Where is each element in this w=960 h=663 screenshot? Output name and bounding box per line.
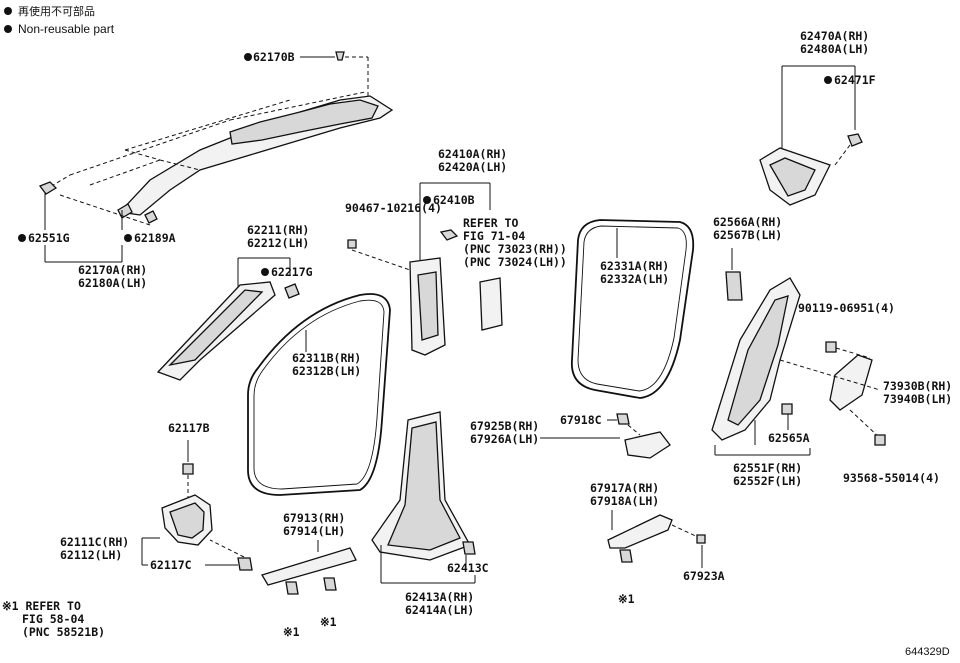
front-door-weatherstrip-group: 62311B(RH) 62312B(LH)	[247, 293, 391, 496]
part-label-62470A[interactable]: 62470A(RH)	[800, 29, 869, 43]
part-label-62180A[interactable]: 62180A(LH)	[78, 276, 147, 290]
legend-english: Non-reusable part	[18, 22, 115, 36]
clip-part-62410B	[439, 229, 459, 241]
part-label-62414A[interactable]: 62414A(LH)	[405, 603, 474, 617]
part-label-73930B[interactable]: 73930B(RH)	[883, 379, 952, 393]
part-label-62311B[interactable]: 62311B(RH)	[292, 351, 361, 365]
part-label-62413C[interactable]: 62413C	[447, 561, 489, 575]
part-label-62170A[interactable]: 62170A(RH)	[78, 263, 147, 277]
part-label-62410A[interactable]: 62410A(RH)	[438, 147, 507, 161]
part-label-62565A[interactable]: 62565A	[768, 431, 810, 445]
part-label-62117C[interactable]: 62117C	[150, 558, 192, 572]
non-reusable-dot-icon	[4, 7, 12, 15]
rear-door-weatherstrip-group: 62331A(RH) 62332A(LH)	[571, 219, 695, 399]
clip-part-62189A	[144, 210, 158, 224]
clip-part-62117C	[237, 557, 253, 571]
part-label-62117B[interactable]: 62117B	[168, 421, 210, 435]
part-label-62413A[interactable]: 62413A(RH)	[405, 590, 474, 604]
part-label-62331A[interactable]: 62331A(RH)	[600, 259, 669, 273]
part-label-93568[interactable]: 93568-55014(4)	[843, 471, 940, 485]
roof-side-garnish-group: 62170B 62551G 62189A 62170A(RH) 62180A(L…	[18, 50, 394, 290]
part-label-62189A[interactable]: 62189A	[134, 231, 176, 245]
part-label-67917A[interactable]: 67917A(RH)	[590, 481, 659, 495]
clip-part-93568	[874, 434, 886, 446]
part-label-67914[interactable]: 67914(LH)	[283, 524, 345, 538]
clip-part-62565A	[781, 403, 793, 415]
refer-note-2-line-1[interactable]: ※1 REFER TO	[2, 599, 81, 613]
part-label-62420A[interactable]: 62420A(LH)	[438, 160, 507, 174]
quarter-upper-group: 62470A(RH) 62480A(LH) 62471F	[759, 29, 876, 206]
refer-note-2-line-3[interactable]: (PNC 58521B)	[22, 625, 105, 639]
legend: 再使用不可部品 Non-reusable part	[4, 4, 115, 36]
part-label-62332A[interactable]: 62332A(LH)	[600, 272, 669, 286]
note-mark-2[interactable]: ※1	[320, 615, 337, 629]
part-label-62567B[interactable]: 62567B(LH)	[713, 228, 782, 242]
refer-note-line-3[interactable]: (PNC 73023(RH))	[463, 242, 567, 256]
part-label-62217G[interactable]: 62217G	[271, 265, 313, 279]
part-label-62551F[interactable]: 62551F(RH)	[733, 461, 802, 475]
clip-part-90467	[347, 239, 357, 249]
refer-note-2-line-2[interactable]: FIG 58-04	[22, 612, 84, 626]
front-pillar-garnish-group: 62211(RH) 62212(LH) 62217G	[156, 223, 313, 381]
refer-note-line-4[interactable]: (PNC 73024(LH))	[463, 255, 567, 269]
refer-note-group: ※1 REFER TO FIG 58-04 (PNC 58521B)	[2, 599, 105, 639]
part-label-67913[interactable]: 67913(RH)	[283, 511, 345, 525]
part-label-90119[interactable]: 90119-06951(4)	[798, 301, 895, 315]
clip-part-67918C	[616, 413, 630, 425]
part-label-62170B[interactable]: 62170B	[253, 50, 295, 64]
rear-scuff-inner-group: 67925B(RH) 67926A(LH) 67918C	[470, 413, 671, 459]
part-label-67918C[interactable]: 67918C	[560, 413, 602, 427]
rear-scuff-plate-part	[607, 514, 673, 549]
figure-number: 644329D	[905, 646, 950, 658]
part-label-62480A[interactable]: 62480A(LH)	[800, 42, 869, 56]
quarter-lower-group: 62566A(RH) 62567B(LH) 62565A 62551F(RH) …	[711, 215, 952, 488]
cowl-side-trim-group: 62117B 62111C(RH) 62112(LH) 62117C	[60, 421, 253, 572]
clip-part-62551G	[38, 181, 58, 195]
note-mark-1[interactable]: ※1	[283, 625, 300, 639]
clip-part-62471F	[847, 133, 863, 147]
quarter-cover-part	[829, 354, 873, 411]
front-door-weatherstrip-part	[247, 293, 391, 496]
clip-part-62170B	[335, 51, 345, 61]
garnish-detail	[229, 99, 379, 145]
part-label-73940B[interactable]: 73940B(LH)	[883, 392, 952, 406]
part-label-62566A[interactable]: 62566A(RH)	[713, 215, 782, 229]
center-pillar-upper-group: 90467-10216(4) 62410A(RH) 62420A(LH) 624…	[345, 147, 567, 356]
non-reusable-dot-icon	[4, 25, 12, 33]
part-label-62552F[interactable]: 62552F(LH)	[733, 474, 802, 488]
part-label-62212[interactable]: 62212(LH)	[247, 236, 309, 250]
front-scuff-plate-part	[261, 547, 357, 586]
part-label-62112[interactable]: 62112(LH)	[60, 548, 122, 562]
part-label-67925B[interactable]: 67925B(RH)	[470, 419, 539, 433]
part-label-62551G[interactable]: 62551G	[28, 231, 70, 245]
refer-note-line-1[interactable]: REFER TO	[463, 216, 518, 230]
note-mark-3[interactable]: ※1	[618, 592, 635, 606]
seatbelt-anchor-cover	[479, 277, 503, 331]
part-label-62211[interactable]: 62211(RH)	[247, 223, 309, 237]
rear-door-weatherstrip-part	[571, 219, 695, 399]
part-label-67923A[interactable]: 67923A	[683, 569, 725, 583]
clip-part-62117B	[182, 463, 194, 475]
rear-scuff-inner-part	[624, 431, 671, 459]
part-label-62111C[interactable]: 62111C(RH)	[60, 535, 129, 549]
part-label-62471F[interactable]: 62471F	[834, 73, 876, 87]
clip-part-62217G	[284, 283, 300, 299]
refer-note-line-2[interactable]: FIG 71-04	[463, 229, 525, 243]
part-label-62312B[interactable]: 62312B(LH)	[292, 364, 361, 378]
rear-scuff-plate-group: 67917A(RH) 67918A(LH) 67923A ※1	[590, 481, 725, 606]
legend-japanese: 再使用不可部品	[18, 4, 95, 18]
clip-part-62566A	[725, 271, 743, 301]
clip-part-62413C	[462, 541, 476, 555]
part-label-67918A[interactable]: 67918A(LH)	[590, 494, 659, 508]
part-label-90467[interactable]: 90467-10216(4)	[345, 201, 442, 215]
clip-part-67923A	[696, 534, 706, 544]
clip-part-90119	[825, 341, 837, 353]
part-label-62410B[interactable]: 62410B	[433, 193, 475, 207]
center-pillar-lower-group: 62413C 62413A(RH) 62414A(LH)	[371, 411, 489, 617]
front-scuff-plate-group: 67913(RH) 67914(LH) ※1 ※1	[261, 511, 357, 639]
part-label-67926A[interactable]: 67926A(LH)	[470, 432, 539, 446]
